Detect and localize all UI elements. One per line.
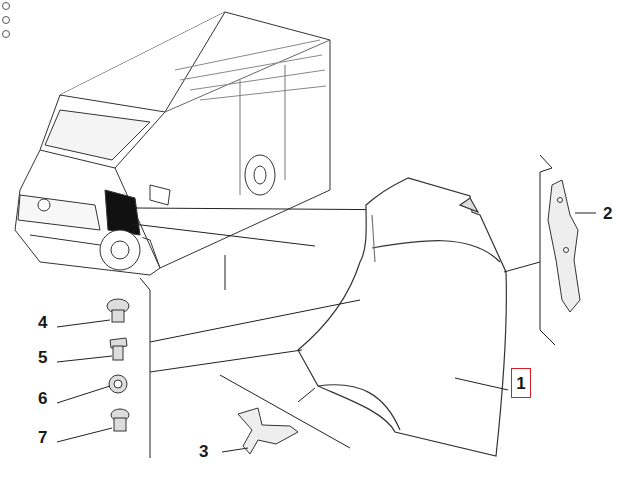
callout-number: 5: [38, 349, 47, 366]
part-3-drawing: [238, 408, 298, 454]
callout-number: 6: [38, 390, 47, 407]
callout-number: 4: [38, 314, 47, 331]
callout-number: 7: [38, 429, 47, 446]
callout-number: 1: [516, 375, 525, 392]
part-2-drawing: [548, 180, 580, 312]
callout-number: 3: [199, 443, 208, 460]
van-drawing: [15, 12, 330, 275]
zoom-icons: [3, 3, 10, 38]
fender-drawing: [298, 178, 506, 456]
fasteners: [107, 299, 129, 431]
callout-box: 1: [511, 368, 531, 398]
callout-number: 2: [603, 205, 612, 222]
leader-lines: [57, 155, 596, 458]
